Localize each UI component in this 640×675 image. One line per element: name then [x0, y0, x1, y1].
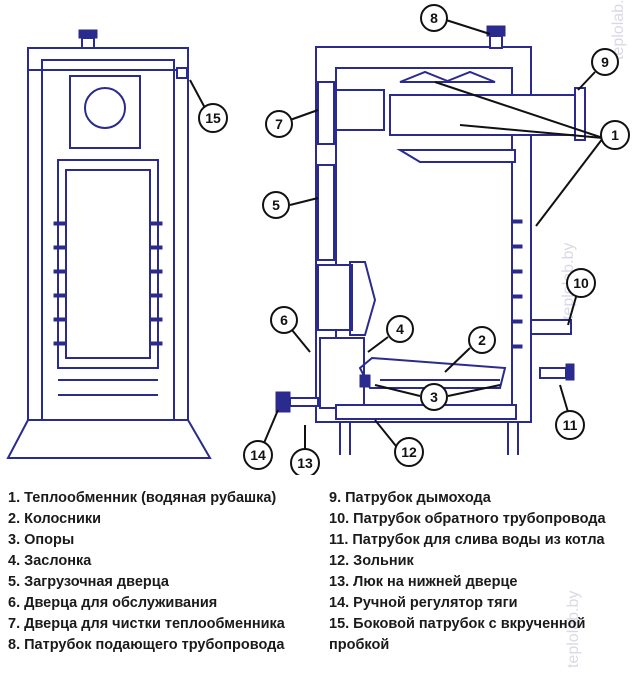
callout-6-label: 6 — [280, 312, 288, 328]
callout-2: 2 — [468, 326, 496, 354]
callout-14-label: 14 — [250, 447, 266, 463]
callout-3: 3 — [420, 383, 448, 411]
callout-6: 6 — [270, 306, 298, 334]
legend-item-3: 3. Опоры — [8, 532, 75, 548]
callout-5-label: 5 — [272, 197, 280, 213]
callout-4-label: 4 — [396, 321, 404, 337]
legend-item-15: 15. Боковой патрубок с вкрученной пробко… — [329, 616, 586, 653]
callout-1-label: 1 — [611, 127, 619, 143]
callout-1: 1 — [600, 120, 630, 150]
boiler-side-view — [275, 25, 586, 455]
callout-14: 14 — [243, 440, 273, 470]
callout-15-label: 15 — [205, 110, 221, 126]
callout-8-label: 8 — [430, 10, 438, 26]
legend-item-11: 11. Патрубок для слива воды из котла — [329, 532, 605, 548]
callout-2-label: 2 — [478, 332, 486, 348]
boiler-front-view — [6, 29, 212, 459]
legend-item-4: 4. Заслонка — [8, 553, 92, 569]
callout-9-label: 9 — [601, 54, 609, 70]
leader-lines — [189, 19, 604, 453]
legend-item-6: 6. Дверца для обслуживания — [8, 595, 218, 611]
legend-item-7: 7. Дверца для чистки теплообменника — [8, 616, 285, 632]
legend-item-9: 9. Патрубок дымохода — [329, 490, 491, 506]
callout-11-label: 11 — [563, 417, 578, 433]
callout-11: 11 — [555, 410, 585, 440]
callout-9: 9 — [591, 48, 619, 76]
callout-5: 5 — [262, 191, 290, 219]
legend-left-column: 1. Теплообменник (водяная рубашка) 2. Ко… — [8, 488, 318, 656]
callout-7-label: 7 — [275, 116, 283, 132]
callout-10: 10 — [566, 268, 596, 298]
legend-item-10: 10. Патрубок обратного трубопровода — [329, 511, 606, 527]
legend-item-5: 5. Загрузочная дверца — [8, 574, 169, 590]
legend-item-8: 8. Патрубок подающего трубопровода — [8, 637, 285, 653]
callout-13: 13 — [290, 448, 320, 475]
callout-4: 4 — [386, 315, 414, 343]
callout-12-label: 12 — [401, 444, 417, 460]
callout-10-label: 10 — [573, 275, 589, 291]
legend-item-13: 13. Люк на нижней дверце — [329, 574, 518, 590]
callout-3-label: 3 — [430, 389, 438, 405]
callout-12: 12 — [394, 437, 424, 467]
boiler-diagram: 1 2 3 4 5 6 7 8 9 10 11 12 13 14 15 — [6, 4, 630, 475]
callout-15: 15 — [198, 103, 228, 133]
legend-item-1: 1. Теплообменник (водяная рубашка) — [8, 490, 277, 506]
legend-right-column: 9. Патрубок дымохода 10. Патрубок обратн… — [329, 488, 637, 656]
legend-item-2: 2. Колосники — [8, 511, 102, 527]
side-fins — [511, 219, 523, 349]
callout-8: 8 — [420, 4, 448, 32]
callout-13-label: 13 — [297, 455, 313, 471]
callout-7: 7 — [265, 110, 293, 138]
legend-item-12: 12. Зольник — [329, 553, 414, 569]
legend-item-14: 14. Ручной регулятор тяги — [329, 595, 518, 611]
front-fins — [53, 221, 163, 346]
